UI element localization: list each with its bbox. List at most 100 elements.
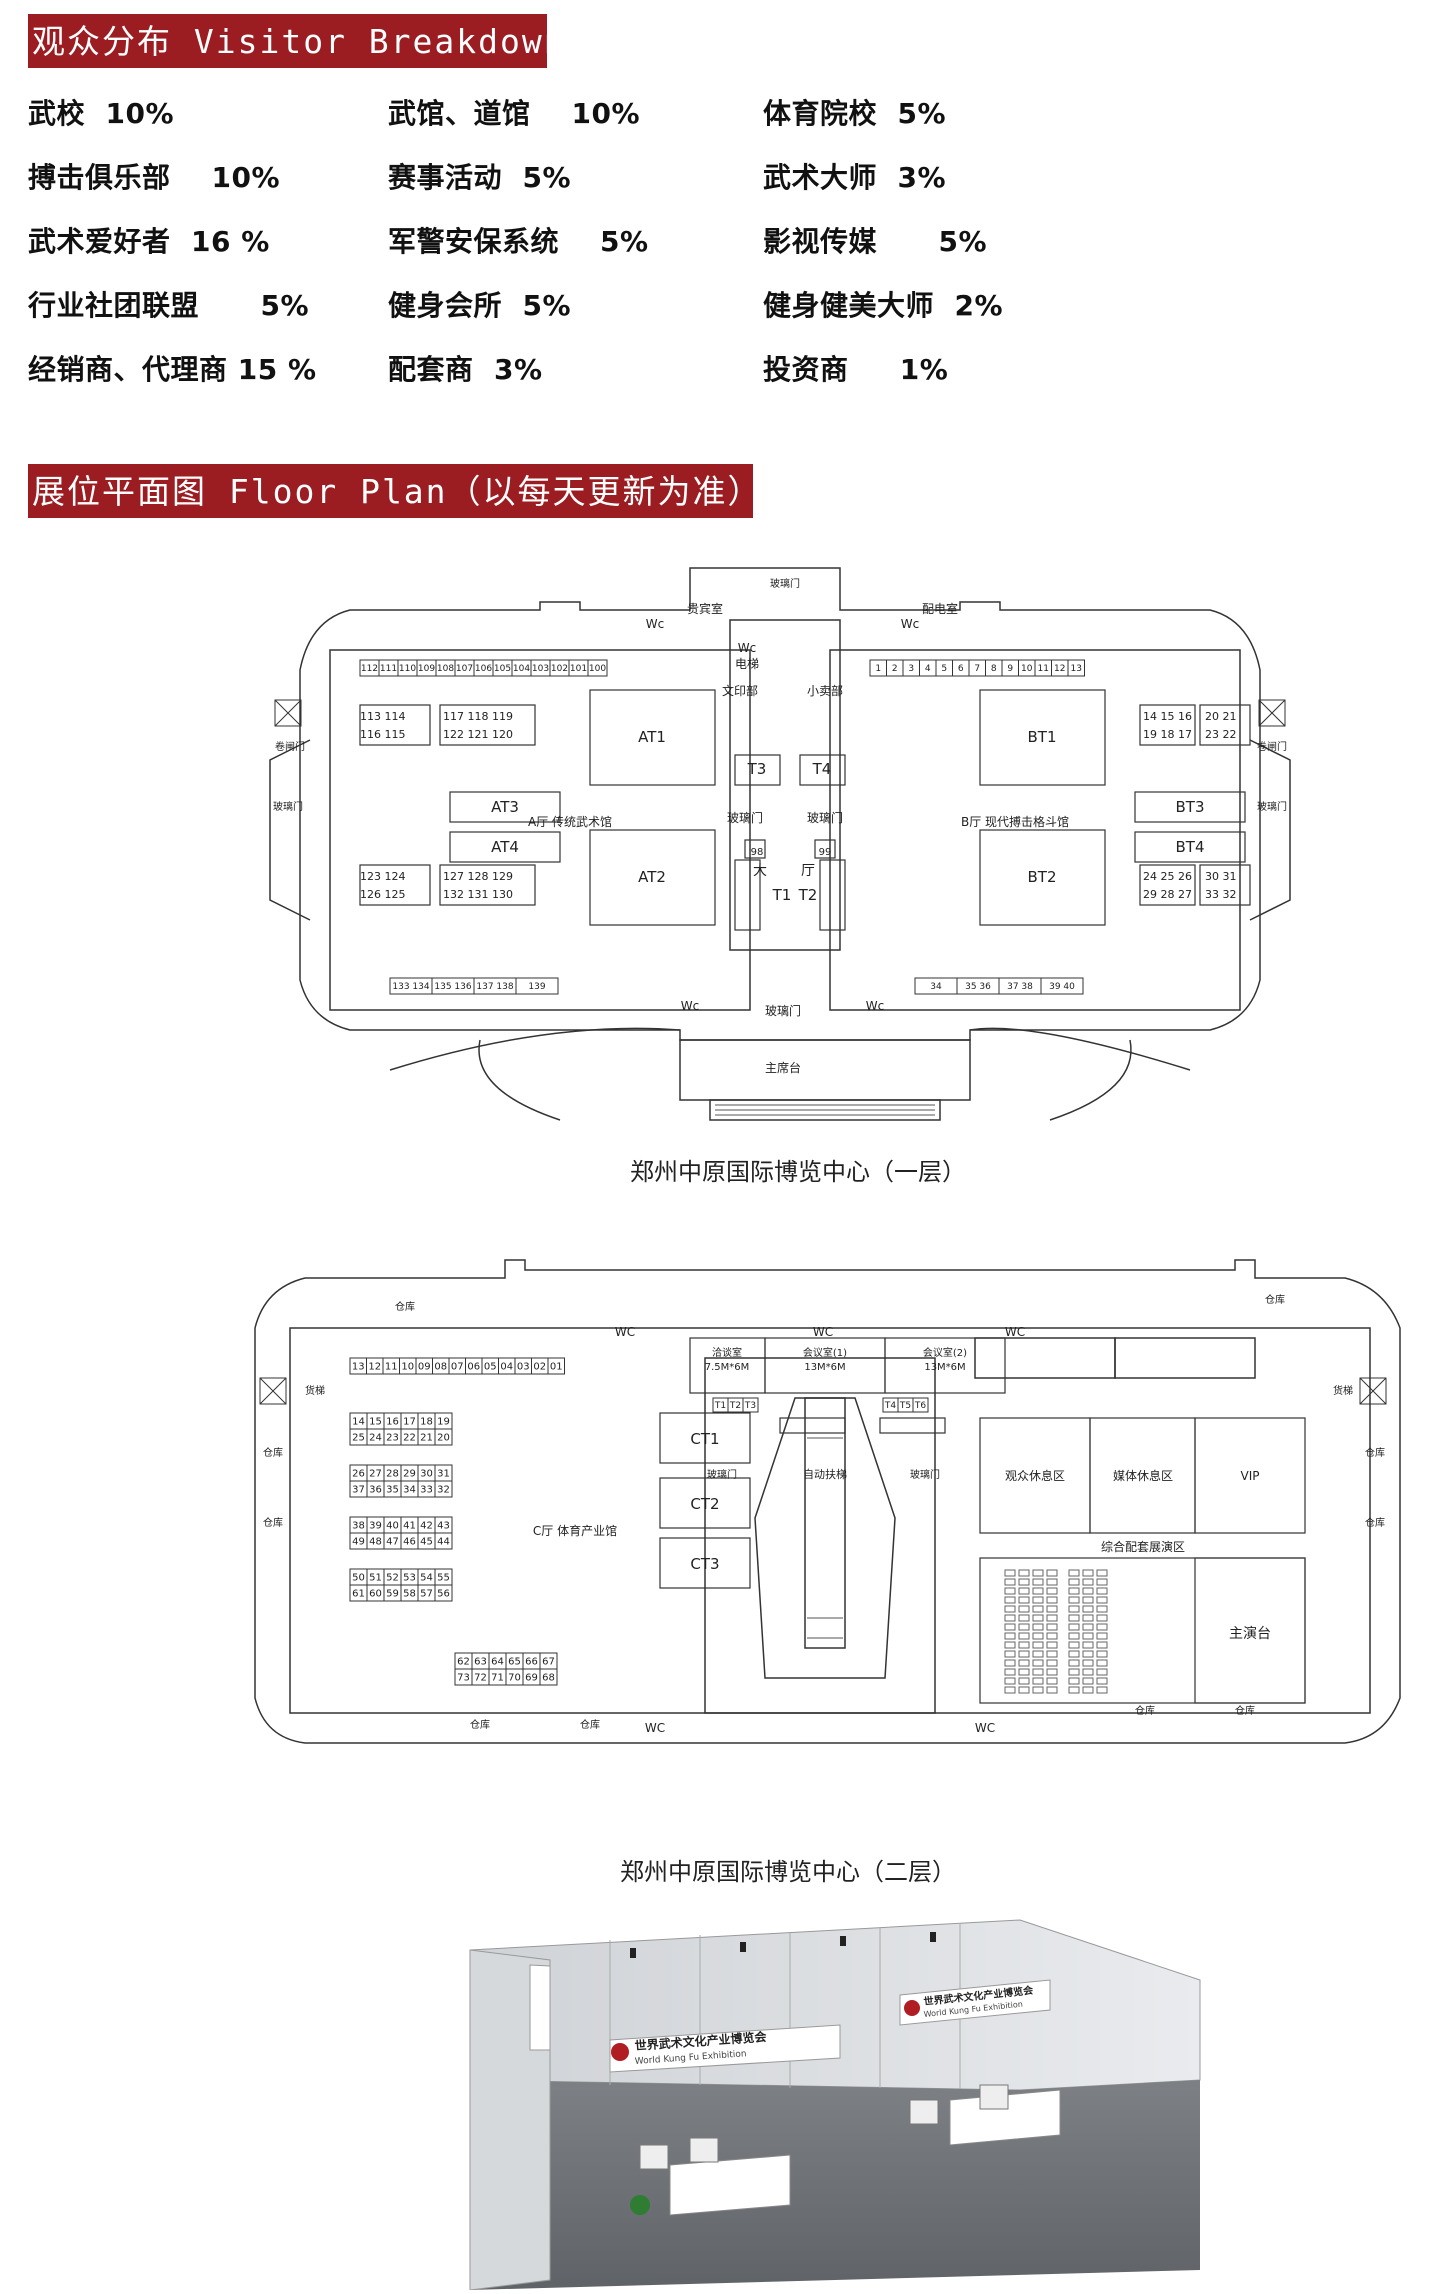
glass-door-right: 玻璃门 [807,810,843,825]
audience-seat [1018,1614,1030,1622]
booth-number: 6 [958,664,964,674]
booth-number: 39 [369,1521,382,1532]
booth-number: 26 [352,1469,365,1480]
audience-seat [1046,1650,1058,1658]
audience-seat [1032,1578,1044,1586]
block-a2-r3: 127 128 129 [443,870,513,883]
audience-seat [1096,1614,1108,1622]
audience-seat [1096,1641,1108,1649]
booth-number: 02 [533,1362,546,1373]
booth-number: 12 [1054,664,1065,674]
booth-number: 24 [369,1433,382,1444]
hall-bt2: BT2 [1028,868,1057,886]
stat-item: 武校 10% [28,97,175,130]
booth-number: 64 [491,1657,504,1668]
booth-number: 7 [974,664,980,674]
glass-door-bottom: 玻璃门 [765,1003,801,1018]
audience-seat [1068,1614,1080,1622]
hall-bt1: BT1 [1028,728,1057,746]
booth-number: 33 [420,1485,433,1496]
booth-number: 53 [403,1573,416,1584]
booth-number: 9 [1007,664,1013,674]
shop-label: 小卖部 [807,683,843,698]
wc-2b: WC [813,1325,833,1339]
booth-number: 137 138 [476,982,513,992]
hall-at4: AT4 [491,838,519,856]
booth-number: 27 [369,1469,382,1480]
audience-seat [1068,1650,1080,1658]
booth-number: 107 [456,664,473,674]
booth-number: 3 [908,664,914,674]
stat-item: 赛事活动 5% [388,161,572,194]
warehouse-5: 仓库 [1135,1704,1155,1717]
block-b2-r4: 33 32 [1205,888,1237,901]
audience-seat [1068,1641,1080,1649]
warehouse-9: 仓库 [1365,1446,1385,1459]
audience-seat [1082,1605,1094,1613]
booth-number: 61 [352,1589,365,1600]
audience-seat [1046,1659,1058,1667]
booth-number: 111 [380,664,397,674]
warehouse-3: 仓库 [470,1718,490,1731]
audience-seat [1018,1569,1030,1577]
warehouse-10: 仓库 [1365,1516,1385,1529]
audience-seat [1082,1686,1094,1694]
booth-number: 55 [437,1573,450,1584]
booth-number: 11 [1038,664,1049,674]
audience-seat [1082,1641,1094,1649]
booth-number: 34 [403,1485,416,1496]
meeting-room-0-size: 7.5M*6M [705,1362,750,1373]
hall-c-label: C厅 体育产业馆 [533,1523,617,1538]
hall-bt4: BT4 [1176,838,1205,856]
booth-number: T1 [714,1401,726,1411]
wc-2c: WC [1005,1325,1025,1339]
booth-number: 07 [451,1362,464,1373]
booth-number: 03 [517,1362,530,1373]
booth-number: 105 [494,664,511,674]
audience-seat [1004,1668,1016,1676]
plan1-caption: 郑州中原国际博览中心（一层） [630,1158,966,1186]
booth-number: 66 [525,1657,538,1668]
booth-number: 17 [403,1417,416,1428]
hall-at2: AT2 [638,868,666,886]
glass-door-left: 玻璃门 [727,810,763,825]
booth-number: 68 [542,1673,555,1684]
stat-item: 搏击俱乐部 10% [28,161,281,194]
hall-at3: AT3 [491,798,519,816]
stat-row: 武校 10%武馆、道馆 10%体育院校 5% [28,92,1128,156]
booth-number: 52 [386,1573,399,1584]
audience-seat [1032,1659,1044,1667]
hall-b-label: B厅 现代搏击格斗馆 [961,814,1069,829]
audience-seat [1004,1569,1016,1577]
booth-number: 63 [474,1657,487,1668]
stat-item: 健身会所 5% [388,289,572,322]
booth-number: 35 36 [965,982,991,992]
audience-lounge: 观众休息区 [1005,1468,1065,1483]
booth-number: 62 [457,1657,470,1668]
audience-seat [1032,1632,1044,1640]
booth-cell [434,1532,453,1550]
audience-seat [1068,1587,1080,1595]
audience-seat [1096,1578,1108,1586]
wc-2d: WC [645,1721,665,1735]
block-b1-r4: 23 22 [1205,728,1237,741]
audience-seat [1032,1605,1044,1613]
block-a1-r2: 116 115 [360,728,406,741]
booth-number: 25 [352,1433,365,1444]
info-desk [949,2089,1061,2146]
plan2-caption: 郑州中原国际博览中心（二层） [620,1858,956,1886]
stat-item: 影视传媒 5% [763,225,988,258]
audience-seat [1082,1677,1094,1685]
hall-at1: AT1 [638,728,666,746]
booth-number: 09 [418,1362,431,1373]
booth-number: 101 [570,664,587,674]
warehouse-6: 仓库 [1235,1704,1255,1717]
audience-seat [1096,1596,1108,1604]
hall-ct2: CT2 [690,1495,719,1513]
warehouse-2: 仓库 [1265,1293,1285,1306]
audience-seat [1018,1668,1030,1676]
roll-door-left: 卷闸门 [275,740,305,753]
